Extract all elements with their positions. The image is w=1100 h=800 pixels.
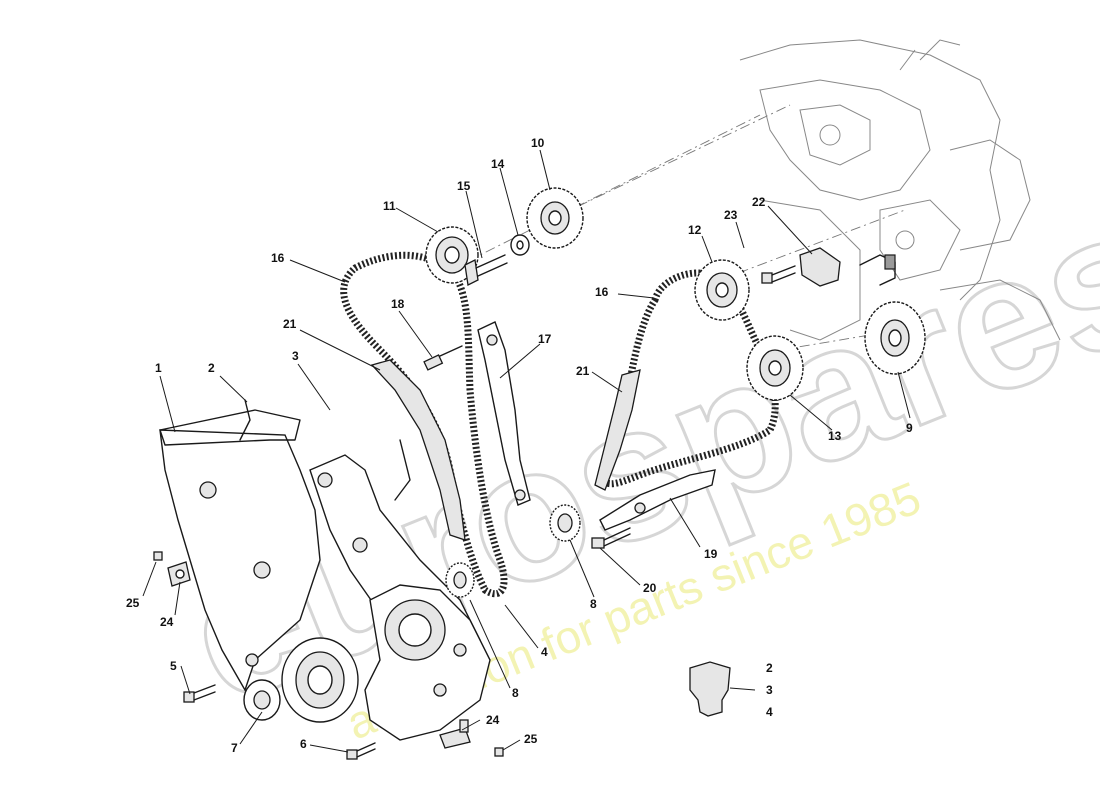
legend-label-3: 3 [766,683,773,697]
callout-25-bottom: 25 [524,732,538,746]
crankshaft-sprocket-8-lower [445,562,475,598]
tensioner-bolt-20 [591,527,631,549]
callout-17: 17 [538,332,552,346]
camshaft-sensor-24-bottom [439,719,504,757]
callout-16-left: 16 [271,251,285,265]
callout-16-right: 16 [595,285,609,299]
legend-label-4: 4 [766,705,773,719]
callout-24-bottom: 24 [486,713,500,727]
callout-8-upper: 8 [590,597,597,611]
washer-14 [510,234,530,256]
legend-label-2: 2 [766,661,773,675]
callout-2: 2 [208,361,215,375]
cover-bolt-5 [183,684,216,703]
mounting-bracket [239,399,251,441]
gasket-legend-symbol [689,661,756,717]
hydraulic-tensioner-22 [799,247,896,287]
crankshaft-oil-seal [243,637,359,723]
tensioner-bolt-23 [761,265,796,284]
callout-8-lower: 8 [512,686,519,700]
camshaft-sprocket-13 [746,335,804,401]
callout-1: 1 [155,361,162,375]
callout-19: 19 [704,547,718,561]
callout-13: 13 [828,429,842,443]
callout-9: 9 [906,421,913,435]
camshaft-sprocket-10 [526,187,584,249]
callout-4: 4 [541,645,548,659]
camshaft-sprocket-9 [864,301,926,375]
camshaft-sprocket-12 [694,259,750,321]
crankshaft-sprocket-8 [549,504,581,542]
cover-bolt-6 [346,742,376,760]
chain-tensioner-blade [599,469,716,531]
callout-21-right: 21 [576,364,590,378]
sprocket-bolt-15 [464,254,508,286]
timing-chain-left [340,251,508,598]
tensioner-guide-right [594,369,641,491]
callout-18: 18 [391,297,405,311]
callout-6: 6 [300,737,307,751]
leader-lines [142,149,911,753]
callout-22: 22 [752,195,766,209]
guide-bolt [423,345,463,371]
camshaft-sensor-24-left [153,551,191,587]
callout-11: 11 [383,199,396,213]
callout-3: 3 [292,349,299,363]
callout-12: 12 [688,223,702,237]
tensioner-guide-left [370,359,466,541]
callout-20: 20 [643,581,657,595]
engine-block-outline [739,39,1061,341]
callout-7: 7 [231,741,238,755]
callout-21-left: 21 [283,317,297,331]
callout-5: 5 [170,659,177,673]
callout-14: 14 [491,157,505,171]
callout-15: 15 [457,179,471,193]
timing-cover-left [159,409,321,692]
callout-labels: 1 2 3 4 5 6 7 8 8 9 10 11 12 13 14 15 16… [126,136,913,755]
callout-23: 23 [724,208,738,222]
chain-guide-fixed [477,321,531,506]
callout-25-left: 25 [126,596,140,610]
callout-10: 10 [531,136,545,150]
crankshaft-seal-housing [364,584,491,741]
callout-24-left: 24 [160,615,174,629]
